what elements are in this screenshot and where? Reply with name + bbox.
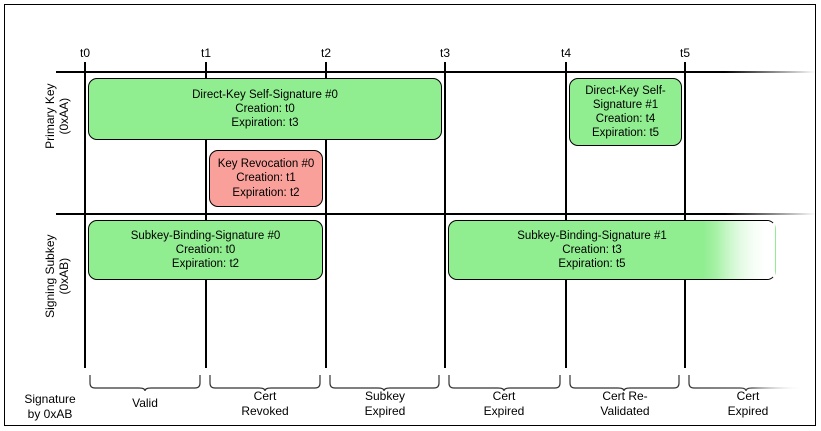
brace-label-cert-expired-1: Cert Expired xyxy=(484,389,525,419)
brace-label-line1: Cert xyxy=(736,389,760,403)
footer-caption-line1: Signature xyxy=(24,392,76,406)
tick-label-t0: t0 xyxy=(79,46,91,60)
brace-label-line2: Expired xyxy=(727,404,769,418)
brace-label-line1: Cert xyxy=(253,389,277,403)
footer-caption: Signature by 0xAB xyxy=(24,392,75,422)
signature-expiration: Expiration: t5 xyxy=(558,258,626,270)
signature-title: Key Revocation #0 xyxy=(217,158,315,171)
primary-key-axis-line xyxy=(56,71,816,73)
diagram-border xyxy=(4,4,816,426)
brace-label-line2: Validated xyxy=(600,404,650,418)
brace-label-subkey-expired: Subkey Expired xyxy=(365,389,406,419)
brace-label-line1: Subkey xyxy=(364,389,406,403)
row-label-signing-subkey-line2: (0xAB) xyxy=(57,257,71,295)
brace-label-line1: Cert Re- xyxy=(602,389,648,403)
signature-box-direct-key-self-signature-1[interactable]: Direct-Key Self- Signature #1 Creation: … xyxy=(569,78,682,146)
brace-label-cert-revoked: Cert Revoked xyxy=(241,389,288,419)
brace-cert-revoked xyxy=(209,374,321,392)
brace-cert-expired-2 xyxy=(688,374,804,392)
signature-creation: Creation: t0 xyxy=(235,102,295,115)
tick-line-t4 xyxy=(565,62,567,368)
brace-label-line2: Expired xyxy=(364,404,406,418)
row-label-primary-key-line2: (0xAA) xyxy=(57,97,71,135)
brace-label-cert-expired-2: Cert Expired xyxy=(728,389,769,419)
row-label-signing-subkey: Signing Subkey (0xAB) xyxy=(43,209,71,343)
signature-expiration: Expiration: t3 xyxy=(231,117,299,129)
row-label-signing-subkey-line1: Signing Subkey xyxy=(42,234,57,318)
signature-expiration: Expiration: t2 xyxy=(232,186,300,199)
brace-cert-revalidated xyxy=(569,374,680,392)
signature-title: Subkey-Binding-Signature #0 xyxy=(130,229,281,242)
signature-box-key-revocation-0[interactable]: Key Revocation #0 Creation: t1 Expiratio… xyxy=(209,150,323,207)
signature-title: Subkey-Binding-Signature #1 xyxy=(517,229,667,242)
signature-title-line1: Direct-Key Self- xyxy=(585,84,666,97)
brace-cert-expired-1 xyxy=(448,374,561,392)
signature-title: Direct-Key Self-Signature #0 xyxy=(192,88,338,101)
tick-label-t4: t4 xyxy=(560,46,572,60)
signature-box-subkey-binding-signature-1[interactable]: Subkey-Binding-Signature #1 Creation: t3… xyxy=(448,220,776,280)
tick-line-t5 xyxy=(684,62,686,368)
brace-label-line2: Revoked xyxy=(241,404,289,418)
brace-label-line2: Expired xyxy=(483,404,525,418)
signature-creation: Creation: t0 xyxy=(175,243,236,256)
row-label-primary-key-line1: Primary Key xyxy=(42,83,57,149)
tick-label-t1: t1 xyxy=(200,46,212,60)
signature-expiration: Expiration: t5 xyxy=(591,127,660,140)
brace-label-line1: Cert xyxy=(492,389,516,403)
brace-subkey-expired xyxy=(329,374,440,392)
footer-caption-line2: by 0xAB xyxy=(27,407,73,421)
brace-label-cert-revalidated: Cert Re- Validated xyxy=(600,389,649,419)
signing-subkey-axis-line xyxy=(56,213,816,215)
signature-creation: Creation: t1 xyxy=(236,172,296,185)
signature-box-direct-key-self-signature-0[interactable]: Direct-Key Self-Signature #0 Creation: t… xyxy=(88,78,442,140)
signature-box-subkey-binding-signature-0[interactable]: Subkey-Binding-Signature #0 Creation: t0… xyxy=(88,220,323,280)
signature-creation: Creation: t3 xyxy=(562,243,622,256)
tick-label-t3: t3 xyxy=(439,46,451,60)
signature-creation: Creation: t4 xyxy=(595,113,656,125)
tick-line-t3 xyxy=(444,62,446,368)
signature-title-line2: Signature #1 xyxy=(592,98,659,111)
signature-expiration: Expiration: t2 xyxy=(171,258,240,270)
brace-label-valid: Valid xyxy=(132,396,158,411)
tick-line-t0 xyxy=(84,62,86,368)
tick-label-t2: t2 xyxy=(320,46,332,60)
brace-label-line1: Valid xyxy=(132,396,158,410)
tick-line-t2 xyxy=(325,62,327,368)
row-label-primary-key: Primary Key (0xAA) xyxy=(43,56,71,176)
brace-valid xyxy=(89,374,201,392)
tick-label-t5: t5 xyxy=(679,46,691,60)
tick-line-t1 xyxy=(205,62,207,368)
